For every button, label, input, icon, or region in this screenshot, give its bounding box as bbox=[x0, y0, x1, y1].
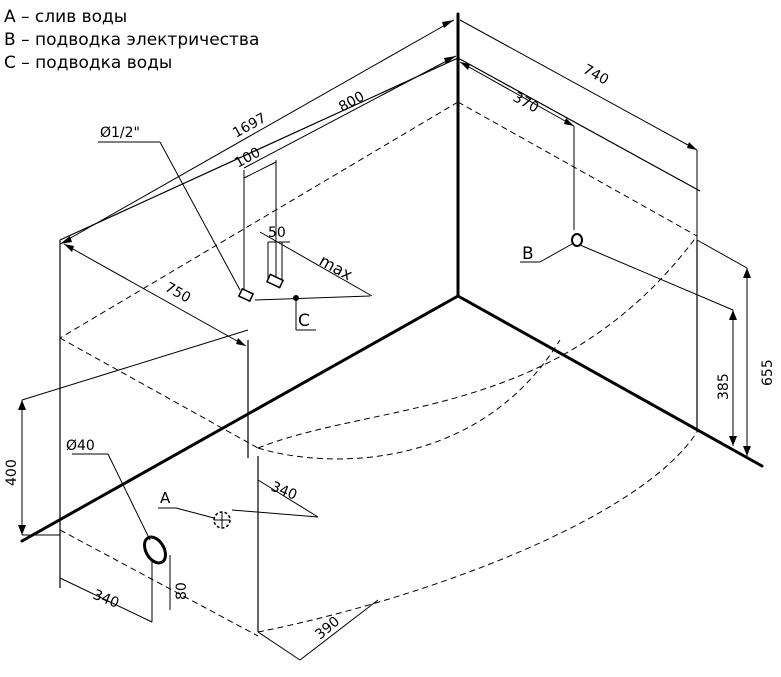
dim-340-bottom-line bbox=[59, 577, 153, 623]
marker-a: A bbox=[160, 489, 171, 507]
dim-100-line bbox=[243, 161, 277, 179]
marker-b: B bbox=[522, 244, 534, 264]
arrowhead bbox=[687, 142, 697, 150]
dim-655-label: 655 bbox=[760, 359, 776, 386]
arrowhead bbox=[444, 56, 456, 64]
dim-50-label: 50 bbox=[268, 225, 286, 241]
wall-top-left-line bbox=[59, 57, 459, 241]
connections bbox=[143, 233, 583, 565]
arrowheads bbox=[18, 20, 751, 535]
point-markers: B C A bbox=[160, 244, 534, 507]
leader-lines bbox=[72, 141, 573, 541]
legend: A – слив воды B – подводка электричества… bbox=[4, 6, 259, 75]
arrowhead bbox=[460, 62, 470, 70]
arrowhead bbox=[743, 446, 751, 456]
pipe-40-label: Ø40 bbox=[66, 438, 95, 454]
dim-340-right-line bbox=[231, 509, 319, 518]
pipe-40-leader bbox=[107, 453, 151, 541]
floor-right-edge bbox=[456, 294, 764, 468]
tub-bottom-dash bbox=[59, 529, 259, 637]
pipe-half-leader bbox=[159, 141, 241, 291]
arrowhead bbox=[18, 400, 26, 410]
tub-curve-top bbox=[257, 235, 698, 449]
tub-top-right-dash bbox=[457, 101, 698, 237]
wall-floor-edges bbox=[20, 12, 764, 543]
max-arrow-line bbox=[259, 231, 373, 297]
pipe-half-label: Ø1/2" bbox=[100, 125, 140, 141]
bathtub-outline bbox=[59, 101, 698, 637]
dim-800-line bbox=[243, 55, 457, 169]
dim-655-ext-top bbox=[696, 239, 748, 269]
dim-740-label: 740 bbox=[580, 62, 611, 89]
floor-left-edge bbox=[20, 294, 460, 543]
water-inlet-left-icon bbox=[237, 287, 255, 303]
electric-outlet-icon bbox=[571, 233, 583, 247]
dim-385-label: 385 bbox=[716, 373, 732, 400]
tub-curve-bottom bbox=[257, 431, 698, 633]
arrowhead bbox=[729, 310, 737, 320]
arrowhead bbox=[442, 20, 454, 28]
dimension-lines bbox=[21, 19, 748, 661]
dimension-labels: 1697 800 370 740 100 50 max 750 400 385 … bbox=[4, 62, 776, 644]
dim-340-bottom-label: 340 bbox=[91, 587, 122, 612]
wall-top-right-line bbox=[457, 57, 701, 192]
dim-390-label: 390 bbox=[312, 614, 343, 643]
arrowhead bbox=[18, 525, 26, 535]
dim-750-label: 750 bbox=[162, 280, 193, 307]
dim-1697-label: 1697 bbox=[230, 110, 269, 141]
marker-c: C bbox=[298, 311, 310, 331]
dim-390-ext-left bbox=[257, 631, 301, 661]
dim-1697-line bbox=[59, 19, 455, 245]
arrowhead bbox=[64, 244, 74, 252]
dim-400-label: 400 bbox=[4, 459, 20, 486]
dim-370-line bbox=[459, 61, 575, 127]
dim-385-ext-top bbox=[579, 244, 734, 311]
dim-750-line bbox=[63, 243, 247, 347]
water-inlet-right-icon bbox=[265, 273, 285, 289]
dim-390-line bbox=[299, 599, 379, 661]
legend-item-c: C – подводка воды bbox=[4, 53, 173, 73]
max-label: max bbox=[316, 251, 356, 285]
arrowhead bbox=[236, 338, 246, 346]
tub-front-dash bbox=[59, 337, 259, 449]
dim-80-label: 80 bbox=[174, 582, 190, 600]
b-leader bbox=[539, 243, 573, 263]
dim-340-right-label: 340 bbox=[269, 479, 300, 504]
max-guide-line bbox=[254, 295, 371, 301]
tub-top-left-dash bbox=[59, 101, 459, 339]
dim-370-label: 370 bbox=[510, 90, 541, 117]
arrowhead bbox=[60, 236, 72, 244]
point-c-dot bbox=[293, 295, 299, 301]
arrowhead bbox=[743, 268, 751, 278]
arrowhead bbox=[729, 436, 737, 446]
dim-400-ext-top bbox=[21, 329, 249, 401]
tub-curve-inner bbox=[257, 339, 561, 460]
dim-340-right-ext bbox=[257, 479, 319, 518]
dim-740-line bbox=[459, 19, 698, 151]
drain-pipe-icon bbox=[143, 535, 167, 565]
arrowhead bbox=[564, 118, 574, 126]
legend-item-a: A – слив воды bbox=[4, 7, 128, 27]
a-leader bbox=[175, 507, 215, 519]
legend-item-b: B – подводка электричества bbox=[4, 30, 260, 50]
wall-outlines bbox=[59, 57, 701, 632]
